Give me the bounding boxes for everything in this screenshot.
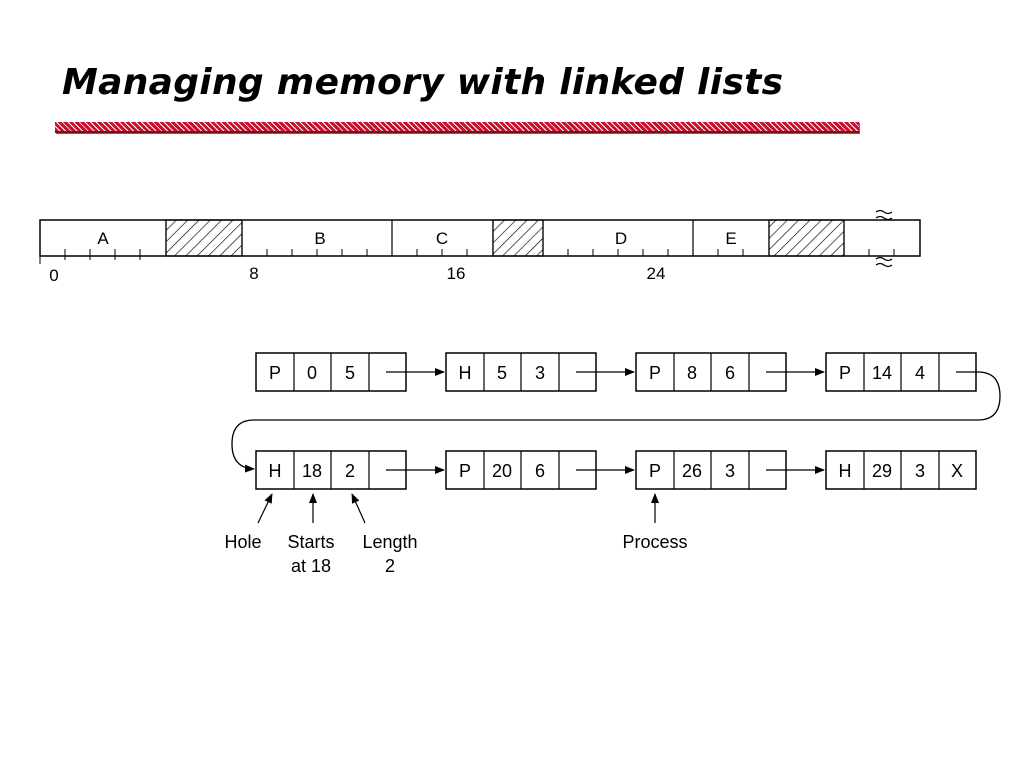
- svg-text:5: 5: [345, 363, 355, 383]
- svg-text:29: 29: [872, 461, 892, 481]
- svg-text:P: P: [649, 461, 661, 481]
- scale-label-16: 16: [447, 264, 466, 283]
- length-arrow: [351, 493, 366, 524]
- list-node-h-18-2: H 18 2: [255, 450, 407, 490]
- scale-label-8: 8: [249, 264, 258, 283]
- length-label: Length: [362, 532, 417, 552]
- svg-text:0: 0: [307, 363, 317, 383]
- svg-text:P: P: [649, 363, 661, 383]
- svg-text:P: P: [839, 363, 851, 383]
- process-label: Process: [622, 532, 687, 552]
- svg-text:14: 14: [872, 363, 892, 383]
- break-symbol: [875, 209, 893, 268]
- memory-hole-1: [165, 219, 243, 257]
- linked-list-row-1: P 0 5 H 5 3 P 8 6: [255, 352, 977, 392]
- memory-segment-d: D: [615, 229, 627, 248]
- memory-bar: A B C D E 0 8 16 24: [39, 209, 921, 285]
- svg-text:P: P: [269, 363, 281, 383]
- list-node-p-0-5: P 0 5: [255, 352, 407, 392]
- svg-text:P: P: [459, 461, 471, 481]
- title-underline: [55, 122, 859, 133]
- svg-text:26: 26: [682, 461, 702, 481]
- list-node-h-5-3: H 5 3: [445, 352, 597, 392]
- starts-label-2: at 18: [291, 556, 331, 576]
- scale-label-24: 24: [647, 264, 666, 283]
- list-node-p-8-6: P 8 6: [635, 352, 787, 392]
- memory-hole-3: [768, 219, 845, 257]
- svg-text:3: 3: [725, 461, 735, 481]
- svg-text:H: H: [839, 461, 852, 481]
- svg-text:6: 6: [535, 461, 545, 481]
- starts-label: Starts: [287, 532, 334, 552]
- scale-label-0: 0: [49, 266, 58, 285]
- list-node-p-26-3: P 26 3: [635, 450, 787, 490]
- list-node-h-29-3: H 29 3 X: [825, 450, 977, 490]
- hole-arrow: [257, 493, 273, 524]
- svg-text:2: 2: [345, 461, 355, 481]
- linked-list-row-2: H 18 2 P 20 6 P 26 3: [255, 450, 977, 490]
- svg-text:3: 3: [915, 461, 925, 481]
- annotations: Hole Starts at 18 Length 2 Process: [224, 493, 688, 576]
- length-label-2: 2: [385, 556, 395, 576]
- memory-segment-a: A: [97, 229, 109, 248]
- svg-text:H: H: [269, 461, 282, 481]
- wrap-around-pointer: [231, 371, 1001, 473]
- svg-text:H: H: [459, 363, 472, 383]
- memory-segment-c: C: [436, 229, 448, 248]
- memory-segment-b: B: [314, 229, 325, 248]
- svg-text:6: 6: [725, 363, 735, 383]
- hole-label: Hole: [224, 532, 261, 552]
- svg-text:3: 3: [535, 363, 545, 383]
- null-terminator: X: [951, 461, 963, 481]
- svg-text:20: 20: [492, 461, 512, 481]
- slide-title: Managing memory with linked lists: [62, 62, 784, 103]
- svg-text:18: 18: [302, 461, 322, 481]
- svg-text:5: 5: [497, 363, 507, 383]
- list-node-p-14-4: P 14 4: [825, 352, 977, 392]
- memory-hole-2: [492, 219, 544, 257]
- memory-segment-e: E: [725, 229, 736, 248]
- svg-text:4: 4: [915, 363, 925, 383]
- list-node-p-20-6: P 20 6: [445, 450, 597, 490]
- svg-text:8: 8: [687, 363, 697, 383]
- memory-ticks: [64, 249, 895, 256]
